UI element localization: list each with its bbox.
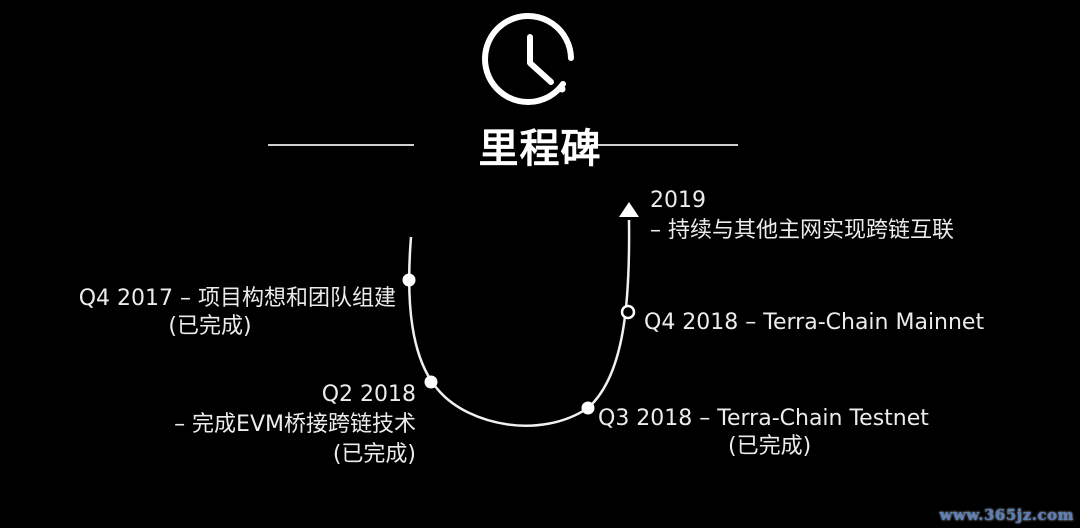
milestone-q2-2018-title: Q2 2018: [321, 382, 416, 407]
milestone-2019: 2019 – 持续与其他主网实现跨链互联: [650, 186, 954, 246]
milestone-q3-2018-status: (已完成): [728, 434, 812, 459]
milestone-q2-2018-desc: – 完成EVM桥接跨链技术: [174, 412, 416, 437]
arrow-up-icon: [619, 202, 639, 217]
milestone-marker-q4-2017: [402, 273, 416, 287]
clock-icon: [482, 13, 574, 105]
milestone-marker-q3-2018: [581, 401, 595, 415]
milestone-q4-2018-title: Q4 2018 – Terra-Chain Mainnet: [644, 310, 985, 335]
milestone-q3-2018-title: Q3 2018 – Terra-Chain Testnet: [598, 406, 929, 431]
milestone-q4-2017-title: Q4 2017 – 项目构想和团队组建: [78, 286, 396, 311]
milestone-q4-2017: Q4 2017 – 项目构想和团队组建: [79, 284, 396, 314]
milestone-marker-q4-2018: [620, 304, 636, 320]
milestone-q4-2017-status: (已完成): [168, 314, 252, 339]
watermark: www.365jz.com: [939, 506, 1074, 524]
milestone-marker-q2-2018: [424, 375, 438, 389]
milestone-2019-desc: – 持续与其他主网实现跨链互联: [650, 218, 954, 243]
page-title: 里程碑: [478, 126, 602, 172]
milestone-q2-2018-status: (已完成): [332, 442, 416, 467]
milestone-q2-2018: Q2 2018 – 完成EVM桥接跨链技术 (已完成): [174, 380, 416, 470]
milestone-2019-title: 2019: [650, 188, 706, 213]
timeline-curve: [407, 219, 631, 427]
